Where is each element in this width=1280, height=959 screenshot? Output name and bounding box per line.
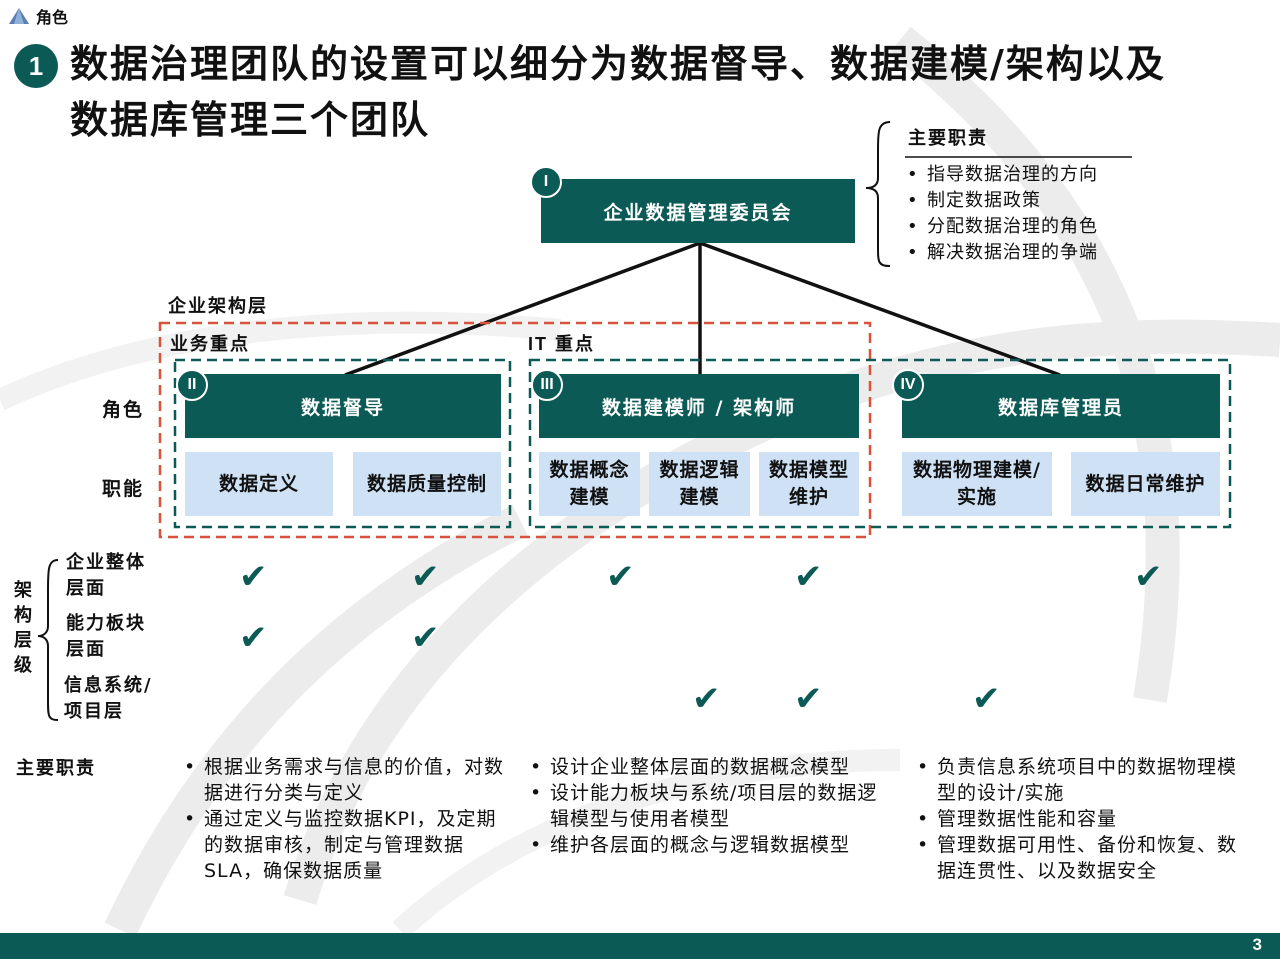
function-box: 数据逻辑建模: [649, 452, 750, 516]
check-icon: ✔: [606, 557, 635, 597]
function-label: 数据物理建模/实施: [913, 459, 1041, 508]
check-icon: ✔: [794, 557, 823, 597]
function-label: 数据日常维护: [1085, 472, 1206, 495]
committee-resp-item: 解决数据治理的争端: [905, 240, 1165, 266]
check-icon: ✔: [1134, 557, 1163, 597]
logo-icon: [9, 8, 29, 24]
function-box: 数据日常维护: [1071, 452, 1220, 516]
breadcrumb: 角色: [8, 4, 68, 28]
section-number-badge: 1: [14, 44, 58, 88]
resp-item: 管理数据可用性、备份和恢复、数据连贯性、以及数据安全: [915, 832, 1245, 884]
resp-item: 通过定义与监控数据KPI，及定期的数据审核，制定与管理数据SLA，确保数据质量: [182, 806, 512, 884]
resp-list-steward: 根据业务需求与信息的价值，对数据进行分类与定义 通过定义与监控数据KPI，及定期…: [182, 754, 512, 884]
page-title: 数据治理团队的设置可以细分为数据督导、数据建模/架构以及数据库管理三个团队: [70, 42, 1166, 142]
breadcrumb-label: 角色: [36, 8, 69, 27]
roman-i-badge: I: [530, 166, 562, 198]
roman-iv-badge: IV: [892, 369, 924, 401]
resp-item: 根据业务需求与信息的价值，对数据进行分类与定义: [182, 754, 512, 806]
resp-item: 设计企业整体层面的数据概念模型: [528, 754, 890, 780]
function-box: 数据概念建模: [539, 452, 640, 516]
committee-resp-item: 指导数据治理的方向: [905, 162, 1165, 188]
footer-bar: [0, 933, 1280, 959]
team-label: 数据库管理员: [997, 396, 1124, 419]
resp-item: 管理数据性能和容量: [915, 806, 1245, 832]
function-label: 数据概念建模: [549, 459, 630, 508]
resp-list-dba: 负责信息系统项目中的数据物理模型的设计/实施 管理数据性能和容量 管理数据可用性…: [915, 754, 1245, 884]
resp-item: 设计能力板块与系统/项目层的数据逻辑模型与使用者模型: [528, 780, 890, 832]
check-icon: ✔: [972, 679, 1001, 719]
committee-resp-title: 主要职责: [908, 128, 988, 149]
check-icon: ✔: [239, 557, 268, 597]
committee-resp-item: 制定数据政策: [905, 188, 1165, 214]
roman-iii-badge: III: [531, 369, 563, 401]
committee-resp-item: 分配数据治理的角色: [905, 214, 1165, 240]
committee-resp-list: 指导数据治理的方向 制定数据政策 分配数据治理的角色 解决数据治理的争端: [905, 162, 1165, 266]
team-label: 数据督导: [300, 396, 385, 419]
team-dba-box: 数据库管理员: [902, 374, 1220, 438]
committee-box: 企业数据管理委员会: [541, 179, 855, 243]
function-box: 数据定义: [185, 452, 333, 516]
enterprise-arch-frame: [158, 321, 872, 539]
function-label: 数据定义: [218, 472, 299, 495]
page-number: 3: [1252, 935, 1262, 954]
function-label: 数据质量控制: [366, 472, 487, 495]
business-focus-label: 业务重点: [170, 334, 250, 355]
check-icon: ✔: [411, 618, 440, 658]
arch-row-capability: 能力板块层面: [66, 613, 146, 660]
it-focus-frame: [528, 358, 1232, 529]
arch-row-system: 信息系统/项目层: [64, 675, 153, 722]
function-box: 数据物理建模/实施: [902, 452, 1052, 516]
function-label: 数据逻辑建模: [659, 459, 740, 508]
check-icon: ✔: [239, 618, 268, 658]
roman-ii-badge: II: [176, 369, 208, 401]
connector-to-team-ii: [344, 241, 701, 377]
role-row-label: 角色: [102, 399, 145, 421]
enterprise-arch-label: 企业架构层: [168, 296, 268, 317]
resp-item: 负责信息系统项目中的数据物理模型的设计/实施: [915, 754, 1245, 806]
team-label: 数据建模师 / 架构师: [601, 396, 797, 419]
it-focus-label: IT 重点: [528, 334, 595, 354]
resp-item: 维护各层面的概念与逻辑数据模型: [528, 832, 890, 858]
function-label: 数据模型维护: [769, 459, 850, 508]
main-resp-label: 主要职责: [16, 758, 96, 779]
arch-row-enterprise: 企业整体层面: [66, 552, 146, 599]
resp-list-modeler: 设计企业整体层面的数据概念模型 设计能力板块与系统/项目层的数据逻辑模型与使用者…: [528, 754, 890, 858]
committee-label: 企业数据管理委员会: [603, 201, 793, 224]
function-row-label: 职能: [102, 478, 145, 500]
check-icon: ✔: [411, 557, 440, 597]
connector-to-team-iv: [699, 241, 1061, 377]
function-box: 数据模型维护: [759, 452, 859, 516]
check-icon: ✔: [692, 679, 721, 719]
arch-level-brace: [37, 559, 59, 721]
team-data-modeler-box: 数据建模师 / 架构师: [539, 374, 859, 438]
business-focus-frame: [173, 358, 512, 529]
function-box: 数据质量控制: [353, 452, 501, 516]
team-data-steward-box: 数据督导: [185, 374, 501, 438]
arch-level-group-label: 架构层级: [14, 580, 34, 676]
check-icon: ✔: [794, 679, 823, 719]
committee-resp-brace: [865, 121, 891, 267]
